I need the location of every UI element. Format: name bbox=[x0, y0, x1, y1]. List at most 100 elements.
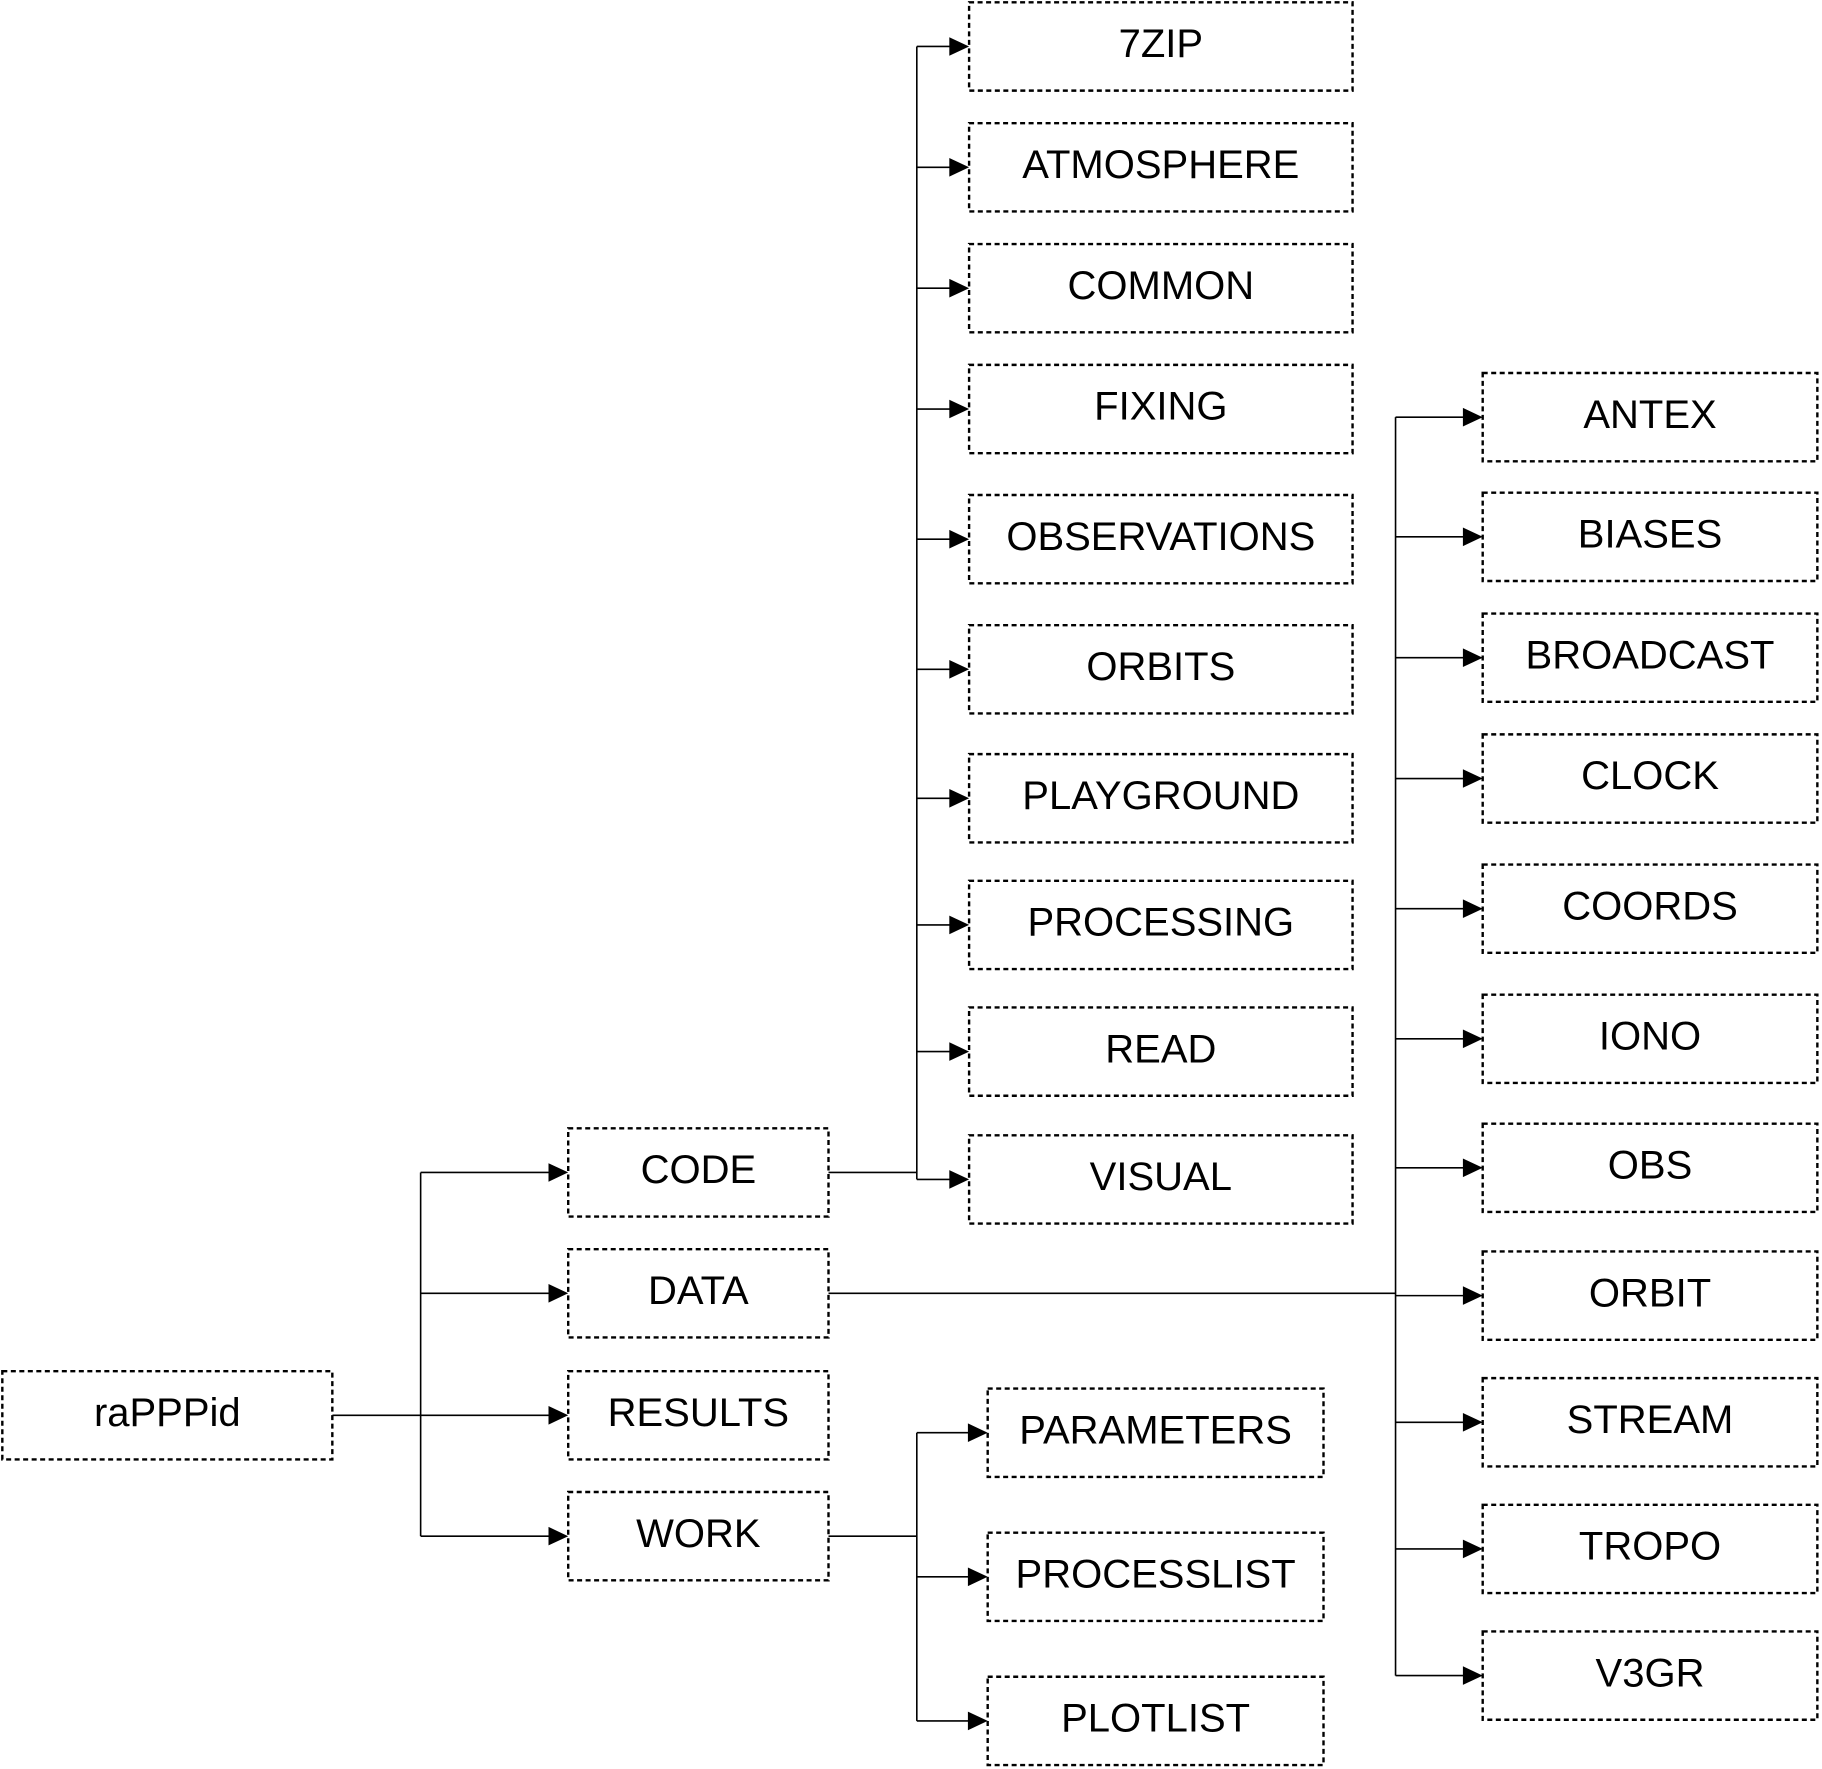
folder-obs: OBS bbox=[1481, 1122, 1819, 1214]
arrow-to-biases-arrowhead bbox=[1462, 527, 1483, 547]
folder-processlist-box bbox=[986, 1531, 1325, 1623]
folder-orbit-box bbox=[1481, 1250, 1819, 1341]
folder-parameters: PARAMETERS bbox=[986, 1387, 1325, 1479]
folder-fixing: FIXING bbox=[967, 363, 1354, 455]
arrow-to-orbit-arrowhead bbox=[1462, 1286, 1483, 1305]
folder-biases-label: BIASES bbox=[1578, 513, 1723, 557]
arrow-to-coords-arrowhead bbox=[1462, 899, 1483, 918]
folder-data-label: DATA bbox=[648, 1269, 749, 1313]
folder-work-box bbox=[567, 1490, 830, 1582]
arrow-to-code-arrowhead bbox=[548, 1163, 569, 1182]
folder-clock-box bbox=[1481, 733, 1819, 824]
folder-atmosphere-label: ATMOSPHERE bbox=[1022, 143, 1299, 187]
arrow-to-clock-arrowhead bbox=[1462, 769, 1483, 788]
folder-common-box bbox=[967, 242, 1354, 334]
arrow-to-playground-arrowhead bbox=[949, 789, 970, 808]
folder-plotlist-label: PLOTLIST bbox=[1061, 1697, 1250, 1741]
folder-iono-box bbox=[1481, 993, 1819, 1085]
folder-broadcast-label: BROADCAST bbox=[1526, 633, 1775, 677]
folder-antex: ANTEX bbox=[1481, 371, 1819, 463]
folder-plotlist: PLOTLIST bbox=[986, 1675, 1325, 1767]
arrow-to-read-arrowhead bbox=[949, 1042, 970, 1061]
folder-atmosphere: ATMOSPHERE bbox=[967, 121, 1354, 213]
folder-obs-box bbox=[1481, 1122, 1819, 1214]
folder-read: READ bbox=[967, 1006, 1354, 1097]
folder-stream-box bbox=[1481, 1376, 1819, 1468]
connector-lines bbox=[332, 37, 1483, 1731]
folder-read-box bbox=[967, 1006, 1354, 1097]
arrow-to-antex-arrowhead bbox=[1462, 407, 1483, 427]
folder-rapppid: raPPPid bbox=[1, 1369, 334, 1461]
folder-clock: CLOCK bbox=[1481, 733, 1819, 824]
folder-data: DATA bbox=[567, 1247, 830, 1339]
folder-observations: OBSERVATIONS bbox=[967, 493, 1354, 585]
arrow-to-results-arrowhead bbox=[548, 1406, 569, 1425]
folder-tropo-box bbox=[1481, 1503, 1819, 1595]
folder-tropo: TROPO bbox=[1481, 1503, 1819, 1595]
folder-fixing-box bbox=[967, 363, 1354, 455]
folder-observations-box bbox=[967, 493, 1354, 585]
folder-orbits-box bbox=[967, 623, 1354, 715]
arrow-to-processlist-arrowhead bbox=[967, 1567, 988, 1587]
folder-orbit: ORBIT bbox=[1481, 1250, 1819, 1341]
folder-rapppid-label: raPPPid bbox=[94, 1391, 241, 1435]
folder-parameters-label: PARAMETERS bbox=[1019, 1408, 1292, 1452]
folder-orbits: ORBITS bbox=[967, 623, 1354, 715]
folder-plotlist-box bbox=[986, 1675, 1325, 1767]
folder-data-box bbox=[567, 1247, 830, 1339]
folder-processing: PROCESSING bbox=[967, 879, 1354, 971]
folder-common-label: COMMON bbox=[1068, 264, 1255, 308]
folder-code: CODE bbox=[567, 1127, 830, 1218]
folder-processing-box bbox=[967, 879, 1354, 971]
folder-coords-box bbox=[1481, 863, 1819, 955]
folder-processing-label: PROCESSING bbox=[1027, 901, 1294, 945]
folder-fixing-label: FIXING bbox=[1094, 385, 1227, 429]
folder-clock-label: CLOCK bbox=[1581, 754, 1719, 798]
folder-tropo-label: TROPO bbox=[1579, 1525, 1721, 1569]
folder-coords-label: COORDS bbox=[1562, 884, 1738, 928]
folder-playground-label: PLAYGROUND bbox=[1022, 774, 1299, 818]
folder-work: WORK bbox=[567, 1490, 830, 1582]
folder-antex-box bbox=[1481, 371, 1819, 463]
folder-iono: IONO bbox=[1481, 993, 1819, 1085]
arrow-to-tropo-arrowhead bbox=[1462, 1539, 1483, 1559]
folder-code-box bbox=[567, 1127, 830, 1218]
folder-7zip-box bbox=[967, 1, 1354, 92]
folder-orbits-label: ORBITS bbox=[1086, 645, 1235, 689]
folder-7zip-label: 7ZIP bbox=[1119, 22, 1203, 66]
arrow-to-atmosphere-arrowhead bbox=[949, 158, 970, 177]
folder-broadcast-box bbox=[1481, 612, 1819, 704]
arrow-to-fixing-arrowhead bbox=[949, 399, 970, 419]
arrow-to-obs-arrowhead bbox=[1462, 1158, 1483, 1178]
arrow-to-data-arrowhead bbox=[548, 1284, 569, 1303]
folder-visual-label: VISUAL bbox=[1090, 1155, 1232, 1199]
folder-orbit-label: ORBIT bbox=[1589, 1271, 1711, 1315]
folder-visual-box bbox=[967, 1134, 1354, 1225]
folder-results-label: RESULTS bbox=[608, 1391, 790, 1435]
folder-parameters-box bbox=[986, 1387, 1325, 1479]
folder-stream: STREAM bbox=[1481, 1376, 1819, 1468]
folder-7zip: 7ZIP bbox=[967, 1, 1354, 92]
arrow-to-visual-arrowhead bbox=[949, 1170, 970, 1189]
folder-playground-box bbox=[967, 752, 1354, 844]
folder-atmosphere-box bbox=[967, 121, 1354, 213]
folder-observations-label: OBSERVATIONS bbox=[1006, 515, 1315, 559]
arrow-to-broadcast-arrowhead bbox=[1462, 648, 1483, 667]
folder-v3gr: V3GR bbox=[1481, 1630, 1819, 1721]
folder-processlist: PROCESSLIST bbox=[986, 1531, 1325, 1623]
arrow-to-parameters-arrowhead bbox=[967, 1423, 988, 1442]
folder-playground: PLAYGROUND bbox=[967, 752, 1354, 844]
arrow-to-processing-arrowhead bbox=[949, 915, 970, 935]
folder-iono-label: IONO bbox=[1599, 1014, 1701, 1058]
folder-read-label: READ bbox=[1105, 1027, 1216, 1071]
folder-processlist-label: PROCESSLIST bbox=[1016, 1552, 1296, 1596]
arrow-to-stream-arrowhead bbox=[1462, 1413, 1483, 1432]
folder-antex-label: ANTEX bbox=[1583, 393, 1716, 437]
folder-results-box bbox=[567, 1369, 830, 1461]
folder-results: RESULTS bbox=[567, 1369, 830, 1461]
folder-biases-box bbox=[1481, 491, 1819, 583]
arrow-to-v3gr-arrowhead bbox=[1462, 1666, 1483, 1685]
arrow-to-7zip-arrowhead bbox=[949, 37, 970, 56]
folder-v3gr-box bbox=[1481, 1630, 1819, 1721]
